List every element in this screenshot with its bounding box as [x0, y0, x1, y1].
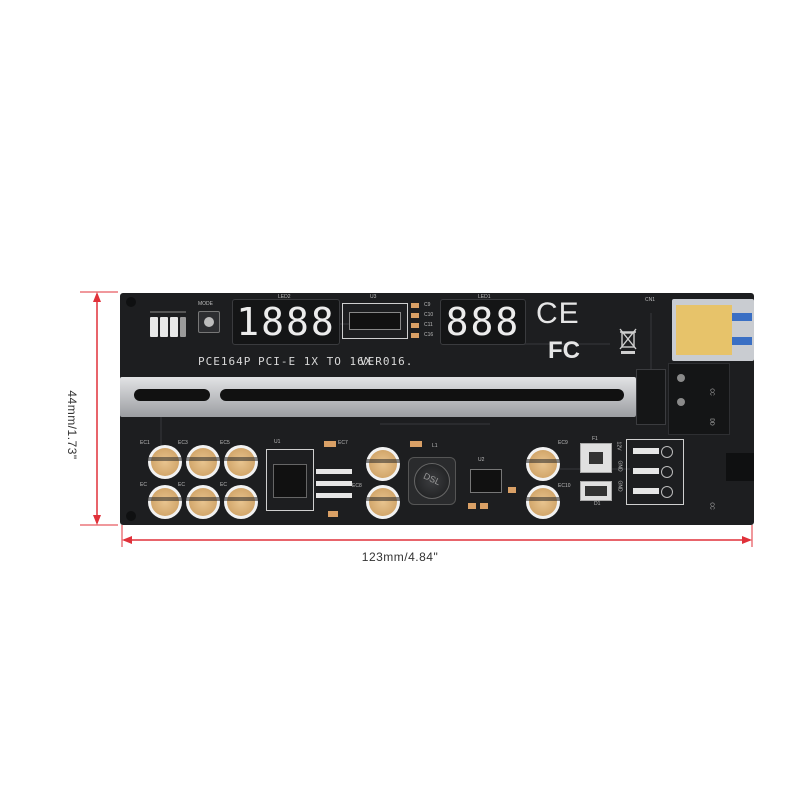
connector-label-3: GND	[616, 480, 623, 492]
trace	[300, 323, 390, 325]
width-dimension-lines	[121, 525, 753, 547]
height-label: 44mm/1.73"	[65, 390, 79, 460]
c10-label: C10	[424, 312, 434, 318]
regulator-pin	[316, 469, 352, 474]
electrolytic-capacitor	[186, 445, 220, 479]
smd-capacitor-column	[411, 303, 423, 339]
power-connector[interactable]	[626, 439, 684, 505]
u1-regulator	[266, 449, 314, 511]
connector-label-1: 12V	[615, 441, 622, 451]
edge-notch	[726, 453, 754, 481]
smd-component	[410, 441, 422, 447]
regulator-pin	[316, 481, 352, 486]
trace	[490, 343, 610, 345]
electrolytic-capacitor	[366, 485, 400, 519]
ec8-label: EC8	[352, 483, 362, 489]
mode-button[interactable]	[198, 311, 220, 333]
smd-component	[328, 511, 338, 517]
port-side-label-2: DD	[708, 418, 715, 426]
mounting-hole	[126, 511, 136, 521]
smd-component	[480, 503, 488, 509]
ec10-label: EC10	[558, 483, 571, 489]
diode-d1	[580, 481, 612, 501]
interface-text: PCI-E 1X TO 16X	[258, 355, 373, 368]
ec9-label: EC9	[558, 440, 568, 446]
ec1-label: EC1	[140, 440, 150, 446]
led2-label: LED2	[278, 294, 291, 300]
u3-label: U3	[370, 294, 377, 300]
pcie-x16-slot[interactable]	[120, 377, 636, 417]
smd-component	[468, 503, 476, 509]
trace	[650, 313, 652, 393]
electrolytic-capacitor	[148, 485, 182, 519]
version-text: VER016.	[360, 355, 414, 368]
smd-component	[508, 487, 516, 493]
inductor-l1: DSL	[408, 457, 456, 505]
ec2-label: EC	[140, 482, 147, 488]
electrolytic-capacitor	[148, 445, 182, 479]
model-text: PCE164P	[198, 355, 252, 368]
ce-mark: CE	[536, 297, 580, 330]
u1-label: U1	[274, 439, 281, 445]
smd-component	[324, 441, 336, 447]
mode-label: MODE	[198, 301, 213, 307]
led1-label: LED1	[478, 294, 491, 300]
electrolytic-capacitor	[224, 485, 258, 519]
ec5-label: EC5	[220, 440, 230, 446]
led-display-right: 888	[440, 299, 526, 345]
port-side-label-3: CC	[708, 502, 715, 510]
mounting-hole	[126, 297, 136, 307]
status-led-block	[150, 311, 186, 337]
electrolytic-capacitor	[224, 445, 258, 479]
riser-board: MODE LED2 1888 U3 C9 C10 C11 C16 LED1 88…	[120, 293, 754, 525]
u2-chip	[470, 469, 502, 493]
u2-label: U2	[478, 457, 485, 463]
electrolytic-capacitor	[186, 485, 220, 519]
trace	[160, 403, 162, 463]
ec6-label: EC	[220, 482, 227, 488]
height-dimension-lines	[80, 291, 118, 526]
width-label: 123mm/4.84"	[361, 550, 439, 564]
ec7-label: EC7	[338, 440, 348, 446]
c11-label: C11	[424, 322, 433, 328]
d1-label: D1	[594, 501, 601, 507]
f1-label: F1	[592, 436, 598, 442]
connector-label-2: GND	[616, 460, 623, 472]
port-side-label-1: CC	[708, 388, 715, 396]
c9-label: C9	[424, 302, 431, 308]
fuse-f1	[580, 443, 612, 473]
slot-latch[interactable]	[636, 369, 666, 425]
led-display-left: 1888	[232, 299, 340, 345]
electrolytic-capacitor	[366, 447, 400, 481]
u3-chip	[342, 303, 408, 339]
usb-shield-block	[668, 363, 730, 435]
ec3-label: EC3	[178, 440, 188, 446]
regulator-pin	[316, 493, 352, 498]
electrolytic-capacitor	[526, 485, 560, 519]
electrolytic-capacitor	[526, 447, 560, 481]
fc-mark: FC	[548, 337, 580, 364]
l1-label: L1	[432, 443, 438, 449]
ec4-label: EC	[178, 482, 185, 488]
c16-label: C16	[424, 332, 434, 338]
trace	[380, 423, 490, 425]
weee-bin-icon	[618, 327, 638, 355]
cn1-label: CN1	[645, 297, 656, 303]
usb-port[interactable]	[672, 299, 754, 361]
